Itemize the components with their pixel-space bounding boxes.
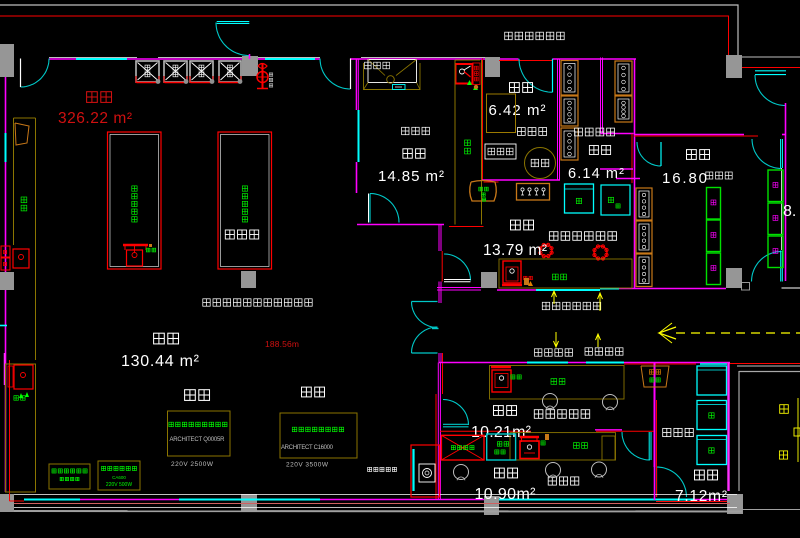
svg-text:220V 500W: 220V 500W: [106, 482, 132, 488]
svg-text:8.: 8.: [783, 203, 796, 220]
svg-text:220V 2500W: 220V 2500W: [171, 461, 214, 468]
svg-text:10.90m²: 10.90m²: [475, 486, 537, 503]
svg-text:220V 3500W: 220V 3500W: [286, 462, 329, 469]
svg-text:6.14 m²: 6.14 m²: [568, 166, 624, 182]
svg-text:16.80: 16.80: [662, 170, 707, 187]
svg-text:ARCHITECT Q0005R: ARCHITECT Q0005R: [170, 437, 226, 443]
svg-text:14.85 m²: 14.85 m²: [378, 168, 444, 185]
svg-text:13.79 m²: 13.79 m²: [483, 242, 547, 259]
svg-text:130.44 m²: 130.44 m²: [121, 353, 200, 370]
svg-text:7.12m²: 7.12m²: [675, 488, 727, 505]
svg-text:188.56m: 188.56m: [265, 339, 299, 349]
svg-text:326.22 m²: 326.22 m²: [58, 110, 132, 127]
svg-text:ARCHITECT C16000: ARCHITECT C16000: [281, 445, 334, 451]
svg-text:6.42 m²: 6.42 m²: [489, 102, 546, 119]
svg-text:CA600: CA600: [112, 475, 126, 480]
